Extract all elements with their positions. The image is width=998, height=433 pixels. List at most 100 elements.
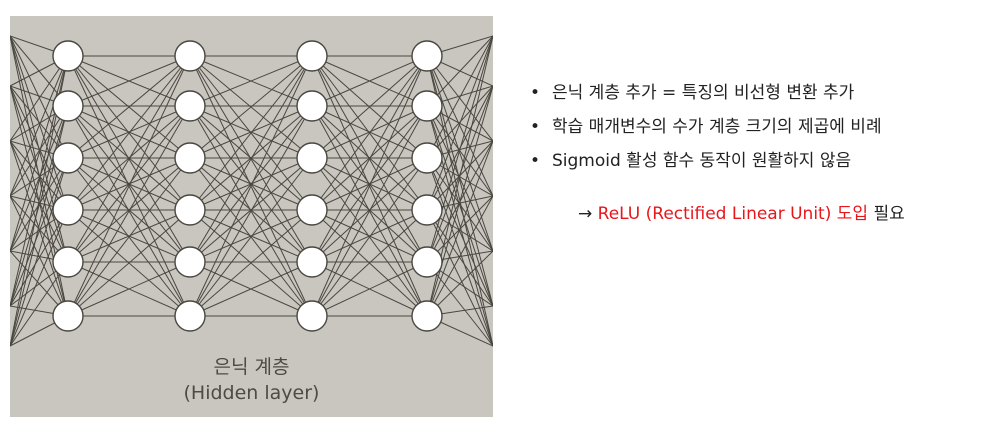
neuron-node [52,246,84,278]
neuron-node [52,40,84,72]
edge-output [426,105,493,307]
edge [311,157,428,317]
caption-korean: 은닉 계층 [213,356,290,378]
edge [189,209,313,263]
caption-english: (Hidden layer) [183,382,320,404]
edge-input [10,195,69,317]
edge-output [426,35,493,159]
neuron-node [174,300,206,332]
edge [189,157,313,263]
edge-input [10,105,69,307]
edge [189,209,313,317]
edge [311,55,428,263]
neuron-node [174,142,206,174]
edge-input [10,35,69,263]
edge-output [426,195,493,317]
edge [311,105,428,159]
edge [67,55,191,159]
neuron-node [296,246,328,278]
edge-input [10,157,69,307]
edge-input [10,35,69,211]
edge [67,157,191,317]
edge-input [10,105,69,252]
edge [67,157,191,263]
edge [67,209,191,263]
edge [189,105,313,263]
edge-output [426,35,493,211]
edge [311,55,428,159]
edge [311,55,428,317]
edge [67,209,191,317]
edge [67,261,191,317]
edge [189,55,313,211]
neuron-node [296,90,328,122]
edge [311,55,428,107]
neuron-node [296,40,328,72]
neuron-node [411,300,443,332]
edge [67,55,191,211]
edge-output [426,35,493,107]
edge [67,105,191,317]
edge [311,209,428,263]
edge-output [426,55,493,252]
edge [311,261,428,317]
edge [189,55,313,317]
neuron-node [296,194,328,226]
edge [67,55,191,263]
edge [189,55,313,107]
relu-suffix: 필요 [873,204,905,224]
edge-output [426,157,493,307]
edge-input [10,55,69,252]
neuron-node [411,194,443,226]
edge-input [10,35,69,159]
edge [189,105,313,317]
edge-input [10,140,69,317]
edge-output [426,140,493,317]
neuron-node [411,142,443,174]
neuron-node [174,194,206,226]
edge [67,105,191,211]
edge [189,261,313,317]
relu-highlight: ReLU (Rectified Linear Unit) 도입 [597,204,869,224]
edge-input [10,55,69,142]
edge [189,157,313,317]
bullet-item-2: 학습 매개변수의 수가 계층 크기의 제곱에 비례 [530,110,882,144]
edge-output [426,85,493,317]
relu-note: → ReLU (Rectified Linear Unit) 도입 필요 [578,197,905,231]
neural-network-diagram [10,35,493,347]
edge [311,105,428,317]
edge [189,105,313,211]
edge-input [10,157,69,252]
neuron-node [174,90,206,122]
edge [311,55,428,211]
edge [311,209,428,317]
edge [67,105,191,159]
edge-output [426,105,493,252]
edge-output [426,35,493,263]
edge-output [426,55,493,197]
edge-input [10,55,69,197]
bullet-item-3: Sigmoid 활성 함수 동작이 원활하지 않음 [530,144,882,178]
edge [189,105,313,159]
edge [67,55,191,107]
neuron-node [411,246,443,278]
neuron-node [174,40,206,72]
edge [311,105,428,263]
network-diagram-panel: 은닉 계층 (Hidden layer) [10,16,493,417]
neuron-node [296,300,328,332]
edge [189,55,313,263]
edge [67,105,191,263]
edge-output [426,157,493,252]
neuron-node [411,40,443,72]
arrow-icon: → [578,204,593,224]
edge [67,55,191,317]
edge-input [10,85,69,317]
edge [189,55,313,159]
bullet-list: 은닉 계층 추가 = 특징의 비선형 변환 추가 학습 매개변수의 수가 계층 … [530,76,882,178]
neuron-node [52,90,84,122]
neuron-node [52,194,84,226]
neuron-node [411,90,443,122]
edge-output [426,105,493,197]
neuron-node [296,142,328,174]
neuron-node [52,300,84,332]
